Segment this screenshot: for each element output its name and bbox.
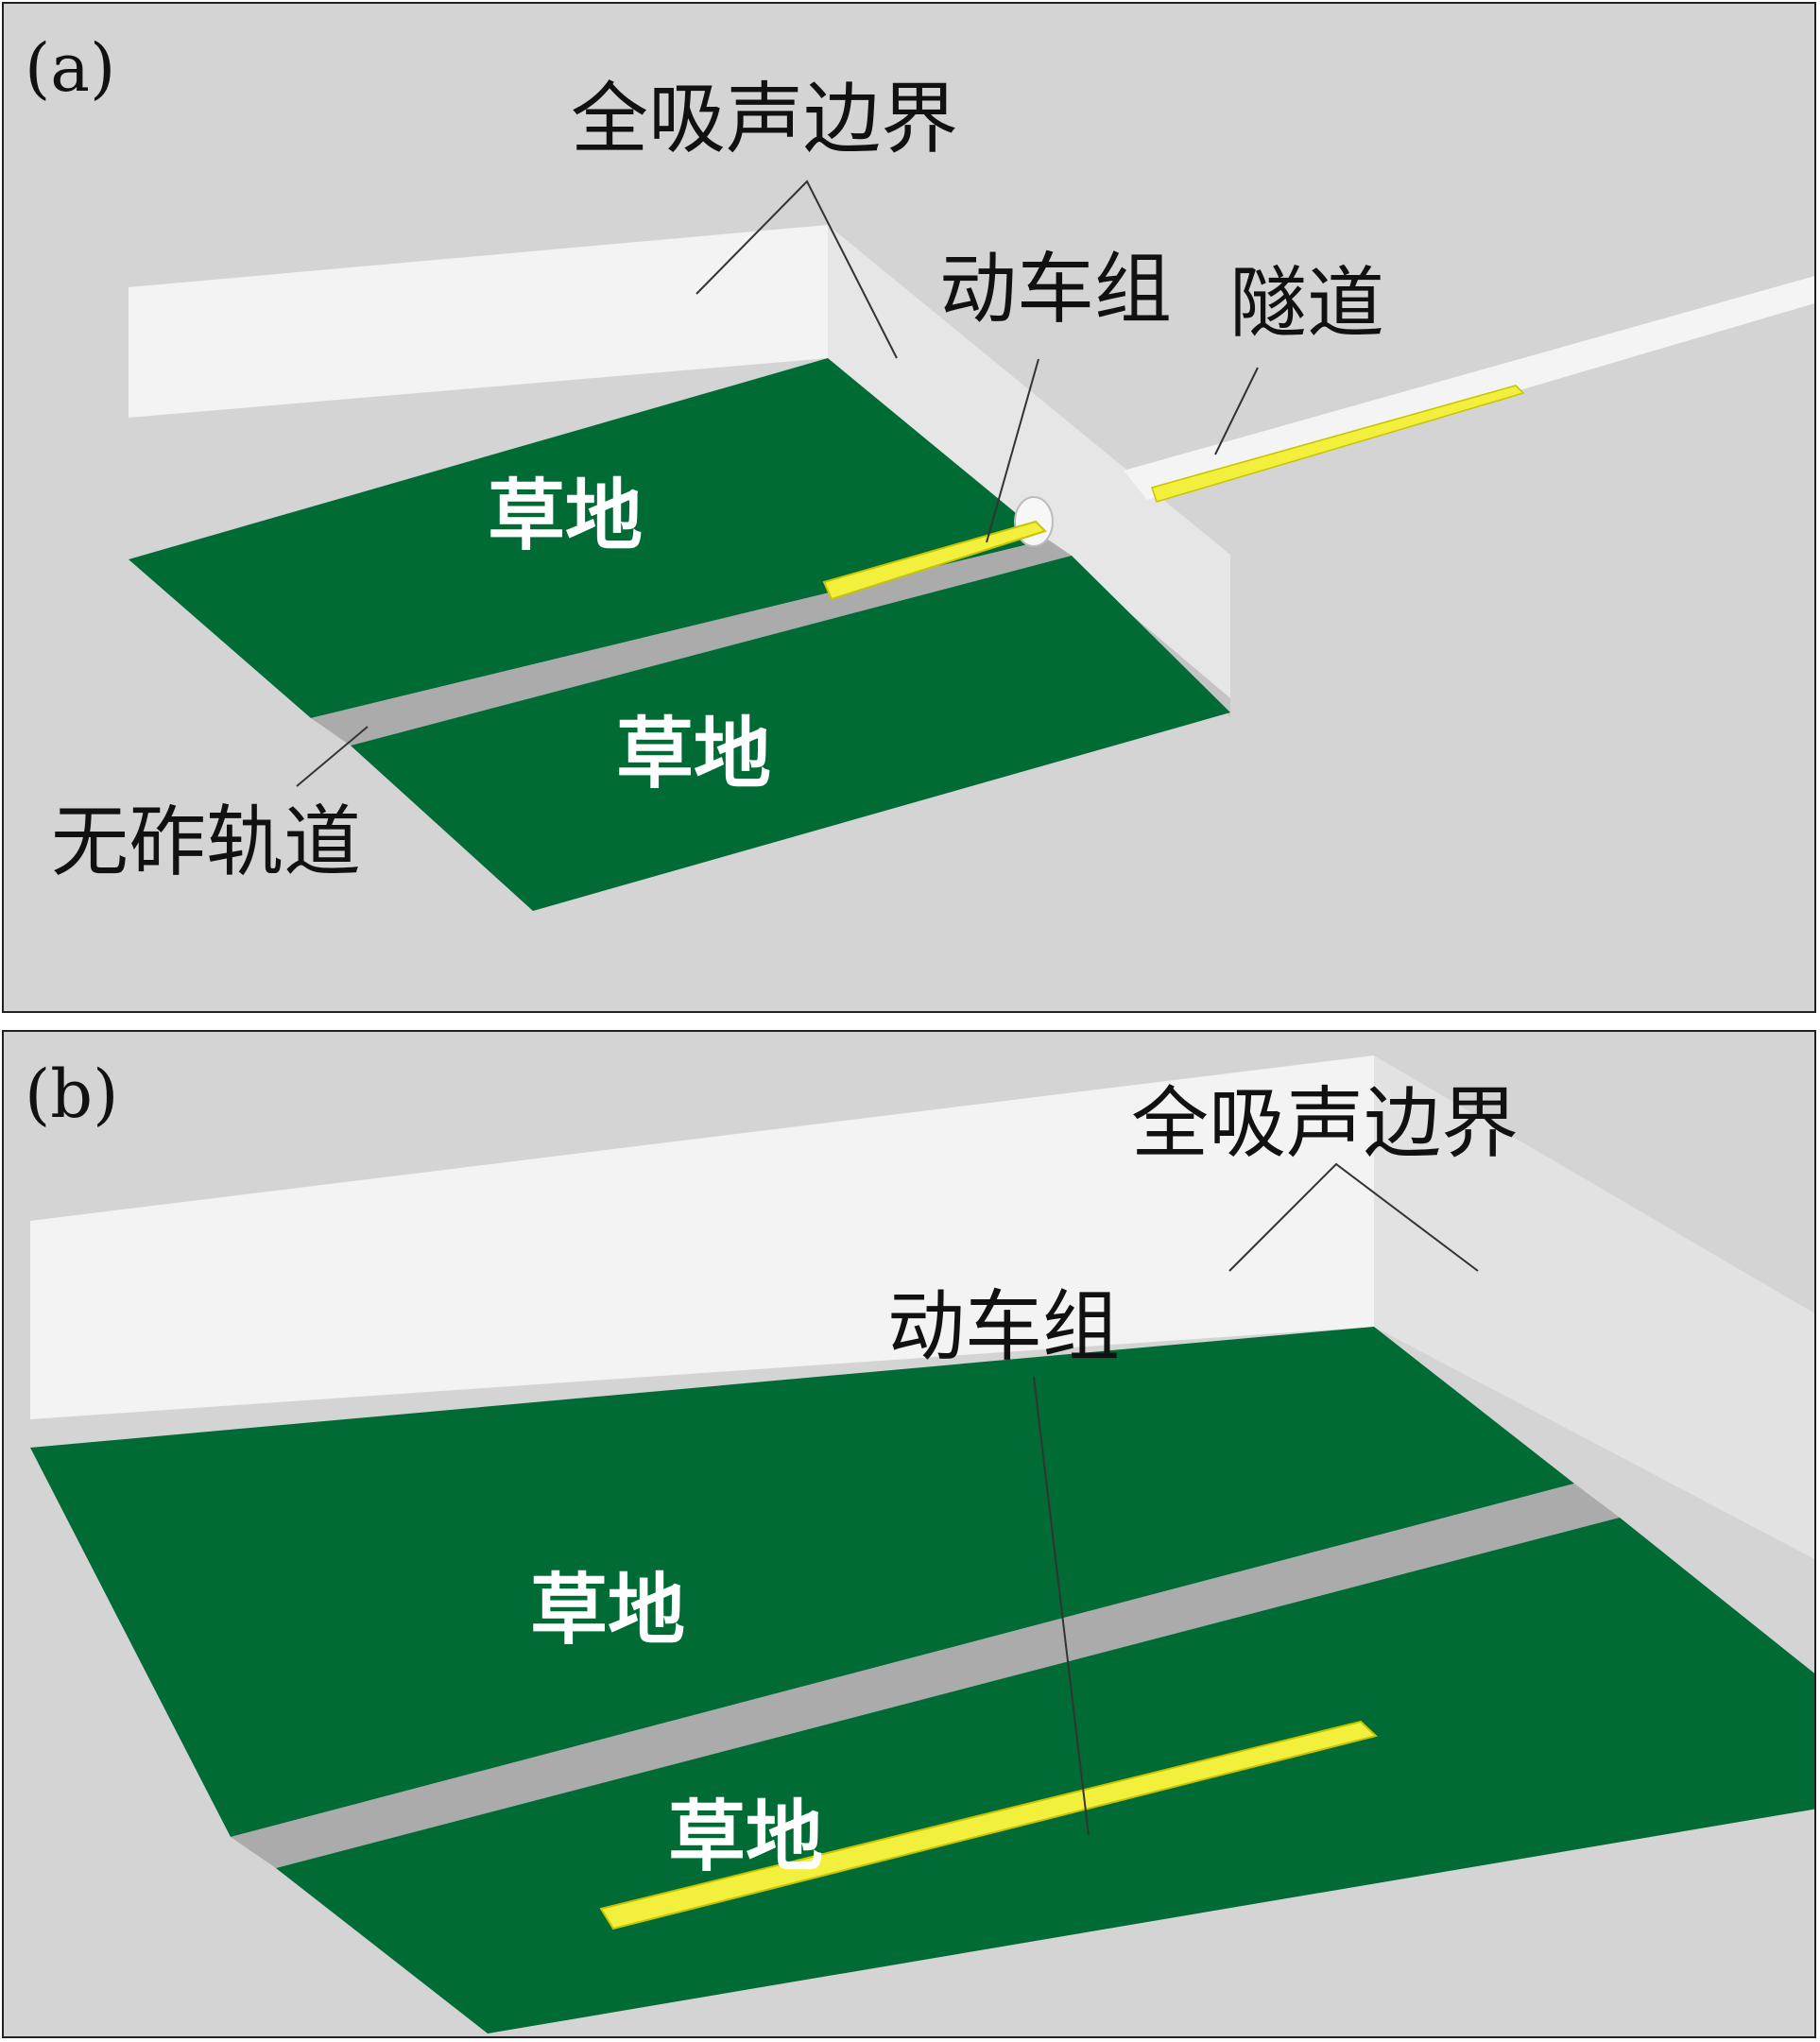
panel-b-scene: (b) 全吸声边界 动车组 草地 草地 [25, 1055, 1814, 2033]
label-track-a: 无砟轨道 [51, 798, 361, 887]
panel-a-tag: (a) [25, 29, 115, 107]
boundary-back-wall [129, 225, 828, 418]
leader-boundary [695, 180, 898, 359]
leader-train [1033, 1376, 1090, 1836]
label-grass-lower-a: 草地 [616, 709, 771, 799]
ballastless-track [231, 1484, 1620, 1868]
leader-track [296, 726, 369, 787]
label-boundary-b: 全吸声边界 [1131, 1079, 1519, 1169]
panel-a: (a) 全吸声边界 动车组 隧道 草地 草地 无砟轨道 [2, 2, 1816, 1013]
label-tunnel-a: 隧道 [1229, 259, 1384, 349]
tunnel-tube [1124, 276, 1814, 500]
leader-tunnel [1214, 367, 1259, 455]
boundary-side-wall [828, 225, 1230, 698]
train [599, 1720, 1379, 1930]
label-train-b: 动车组 [887, 1282, 1120, 1372]
leader-boundary [1228, 1162, 1479, 1272]
panel-b-tag: (b) [25, 1055, 118, 1133]
label-grass-lower-b: 草地 [668, 1792, 823, 1882]
grass-upper [129, 358, 1048, 718]
ballastless-track [311, 540, 1072, 746]
grass-upper [30, 1327, 1574, 1837]
train-inside [1151, 385, 1525, 503]
leader-train [986, 358, 1039, 543]
panel-b: (b) 全吸声边界 动车组 草地 草地 [2, 1030, 1816, 2038]
label-grass-upper-b: 草地 [530, 1565, 685, 1656]
label-train-a: 动车组 [939, 245, 1172, 335]
boundary-side-wall [1374, 1055, 1814, 1559]
boundary-back-wall [30, 1055, 1374, 1419]
panel-a-scene: (a) 全吸声边界 动车组 隧道 草地 草地 无砟轨道 [25, 29, 1814, 911]
train-outside [822, 520, 1047, 601]
grass-lower [351, 556, 1230, 911]
label-boundary-a: 全吸声边界 [571, 75, 958, 164]
label-grass-upper-a: 草地 [488, 471, 643, 561]
